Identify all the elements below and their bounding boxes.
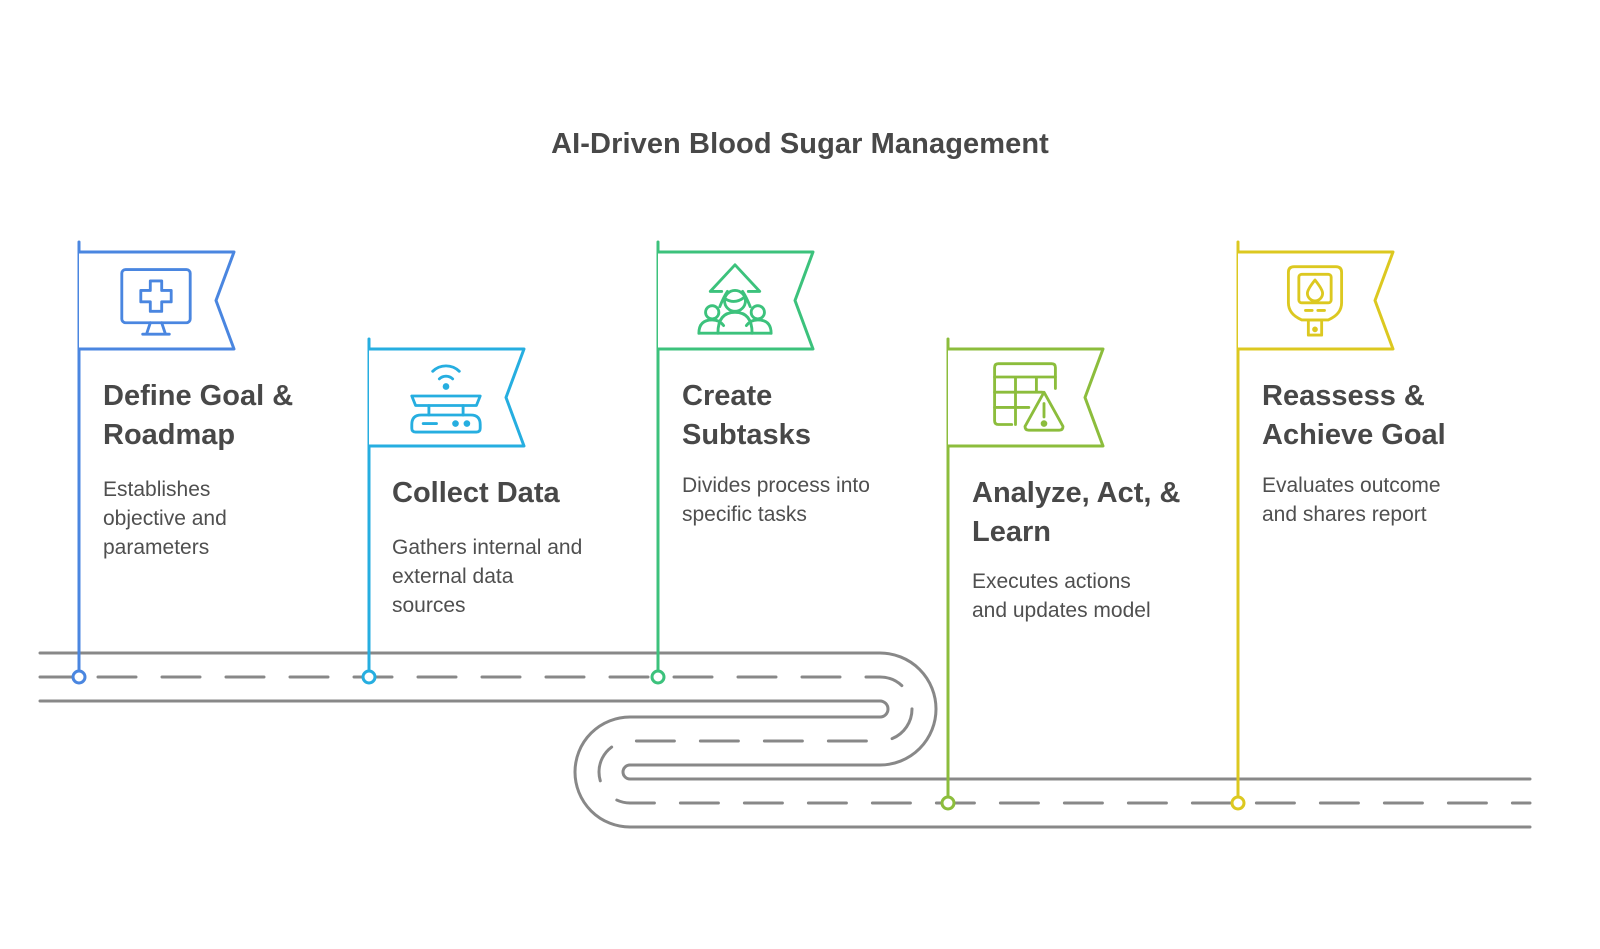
step-flag-1 <box>71 240 236 685</box>
road-center-dashes <box>38 675 1532 805</box>
step-flag-2 <box>361 337 526 685</box>
step-flag-4 <box>940 337 1105 811</box>
step-description-line: Establishes <box>103 478 211 501</box>
flag-banner <box>946 347 1105 448</box>
step-title-line: Analyze, Act, & <box>972 477 1181 509</box>
step-title: Reassess & Achieve Goal <box>1262 377 1502 455</box>
glucose-meter-icon <box>1286 265 1344 337</box>
flag-banner <box>77 250 236 351</box>
step-description-line: Gathers internal and <box>392 536 583 559</box>
step-description: Establishes objective and parameters <box>103 475 343 562</box>
step-title-line: Learn <box>972 516 1051 548</box>
step-description-line: and updates model <box>972 599 1151 622</box>
step-title: Create Subtasks <box>682 377 922 455</box>
step-title: Define Goal & Roadmap <box>103 377 343 455</box>
step-description-line: specific tasks <box>682 503 807 526</box>
step-description-line: objective and <box>103 507 227 530</box>
step-description-line: parameters <box>103 536 210 559</box>
step-title-line: Define Goal & <box>103 380 294 412</box>
step-title-line: Collect Data <box>392 477 560 509</box>
step-description-line: sources <box>392 594 466 617</box>
step-title: Analyze, Act, & Learn <box>972 474 1212 552</box>
road-edge-inner-upper <box>38 699 1532 829</box>
step-title-line: Subtasks <box>682 419 811 451</box>
step-title: Collect Data <box>392 474 632 513</box>
team-growth-arrow-icon <box>697 263 773 335</box>
step-description: Gathers internal and external data sourc… <box>392 533 632 620</box>
road <box>38 651 1532 829</box>
road-pin-marker <box>940 795 956 811</box>
road-edge-outer-upper <box>38 651 938 767</box>
step-description: Divides process into specific tasks <box>682 471 922 529</box>
road-edge-inner-lower <box>621 763 1532 781</box>
step-flag-5 <box>1230 240 1395 811</box>
road-pin-marker <box>1230 795 1246 811</box>
step-title-line: Achieve Goal <box>1262 419 1446 451</box>
step-description-line: Evaluates outcome <box>1262 474 1441 497</box>
step-description: Executes actions and updates model <box>972 567 1212 625</box>
step-description-line: external data <box>392 565 514 588</box>
road-pin-marker <box>361 669 377 685</box>
step-description-line: and shares report <box>1262 503 1427 526</box>
step-description: Evaluates outcome and shares report <box>1262 471 1502 529</box>
monitor-medical-cross-icon <box>120 268 192 336</box>
step-flag-3 <box>650 240 815 685</box>
step-title-line: Reassess & <box>1262 380 1425 412</box>
road-pin-marker <box>650 669 666 685</box>
flag-banner <box>367 347 526 448</box>
road-pin-marker <box>71 669 87 685</box>
step-description-line: Divides process into <box>682 474 870 497</box>
smart-scale-wifi-icon <box>410 364 482 434</box>
step-title-line: Create <box>682 380 773 412</box>
diagram-title: AI-Driven Blood Sugar Management <box>551 128 1049 160</box>
step-description-line: Executes actions <box>972 570 1131 593</box>
spreadsheet-warning-icon <box>993 362 1065 432</box>
step-title-line: Roadmap <box>103 419 236 451</box>
